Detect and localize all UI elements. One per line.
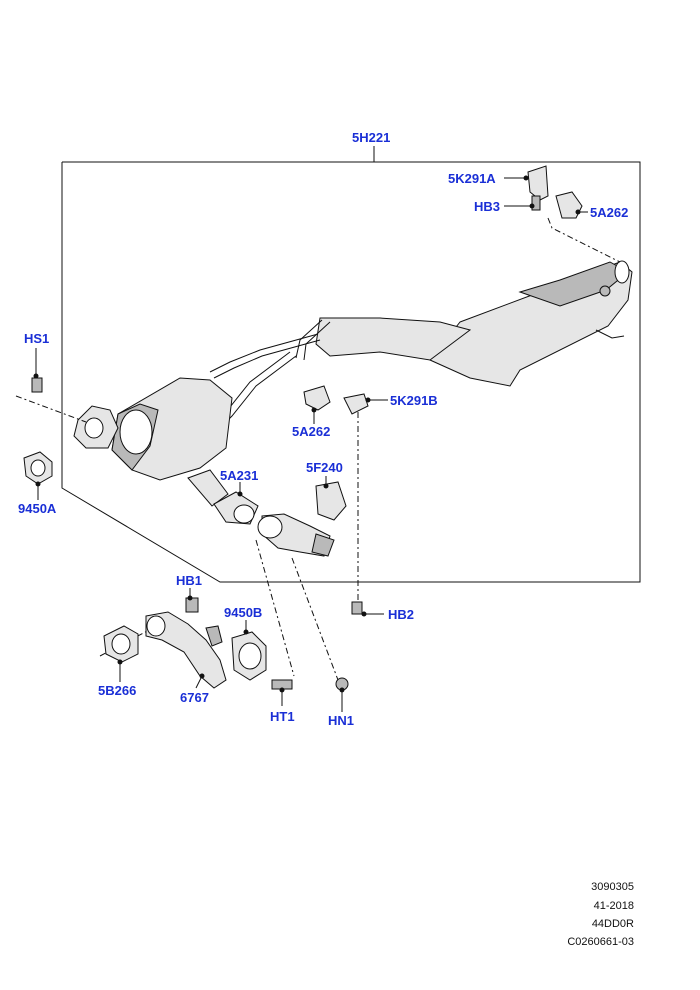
callout-hb1: HB1	[176, 573, 202, 588]
callout-5a262-rear: 5A262	[590, 205, 628, 220]
callout-9450b: 9450B	[224, 605, 262, 620]
callout-5a231: 5A231	[220, 468, 258, 483]
footer-code-2: 41-2018	[594, 900, 634, 912]
assembly-guide-lines	[15, 217, 621, 681]
callout-labels: 5H221 5K291A HB3 5A262 HS1 9450A 5K291B …	[18, 130, 628, 728]
callout-9450a: 9450A	[18, 501, 57, 516]
callout-5a262-mid: 5A262	[292, 424, 330, 439]
footer-codes: 3090305 41-2018 44DD0R C0260661-03	[567, 881, 634, 948]
callout-6767: 6767	[180, 690, 209, 705]
callout-5h221: 5H221	[352, 130, 390, 145]
loose-parts-illustration	[23, 377, 363, 691]
callout-5k291a: 5K291A	[448, 171, 496, 186]
assembly-frame	[61, 146, 641, 583]
footer-code-3: 44DD0R	[592, 918, 634, 930]
callout-5b266: 5B266	[98, 683, 136, 698]
footer-code-1: 3090305	[591, 881, 634, 893]
callout-ht1: HT1	[270, 709, 295, 724]
footer-code-4: C0260661-03	[567, 936, 634, 948]
callout-hs1: HS1	[24, 331, 49, 346]
callout-hb3: HB3	[474, 199, 500, 214]
exhaust-assembly-illustration	[73, 165, 633, 557]
callout-hn1: HN1	[328, 713, 354, 728]
callout-leaders	[33, 175, 588, 712]
callout-hb2: HB2	[388, 607, 414, 622]
callout-5f240: 5F240	[306, 460, 343, 475]
callout-5k291b: 5K291B	[390, 393, 438, 408]
